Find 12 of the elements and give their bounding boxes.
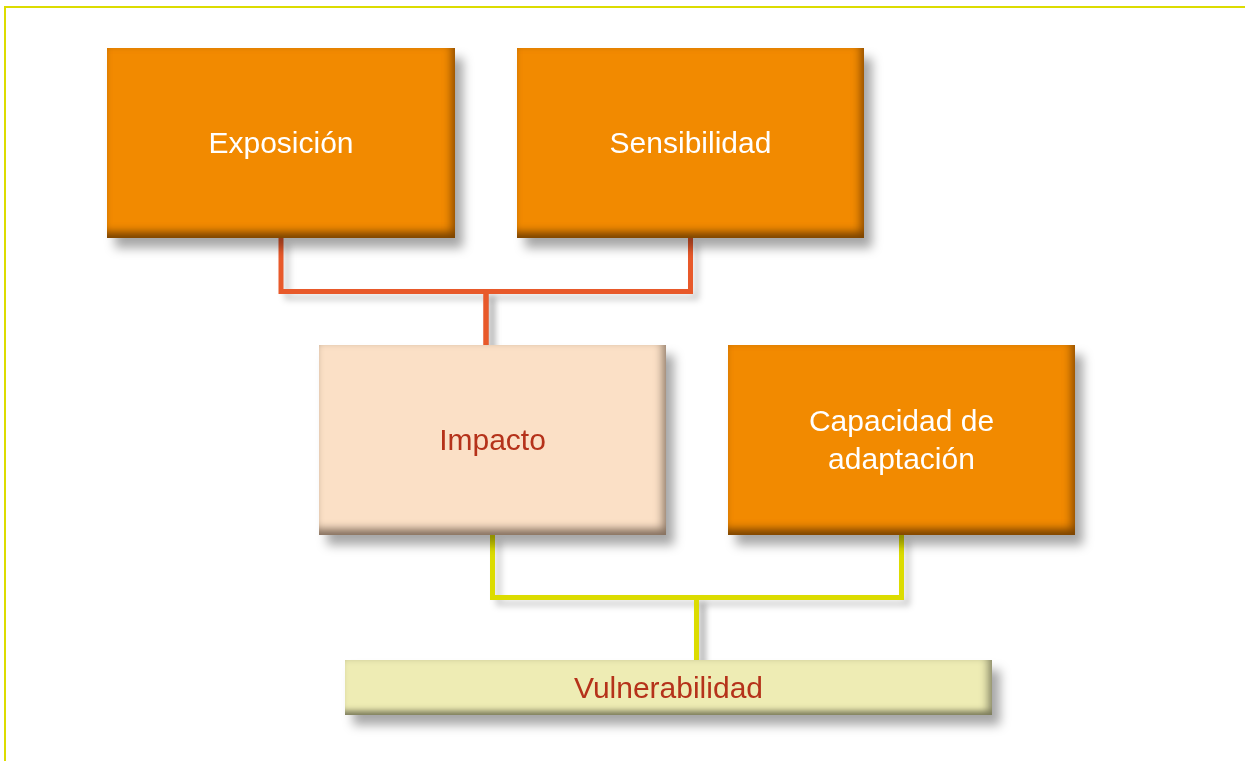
box-label: Vulnerabilidad (574, 669, 763, 706)
process-box (107, 48, 455, 238)
connector-line (694, 535, 904, 660)
process-box (517, 48, 864, 238)
box-label: Capacidad de adaptación (807, 403, 996, 477)
process-box (728, 345, 1075, 535)
process-box (319, 345, 666, 535)
process-box (345, 660, 992, 715)
box-label: Impacto (439, 422, 546, 458)
box-label: Sensibilidad (609, 125, 772, 161)
connector-line (483, 238, 693, 345)
box-label: Exposición (208, 125, 354, 161)
